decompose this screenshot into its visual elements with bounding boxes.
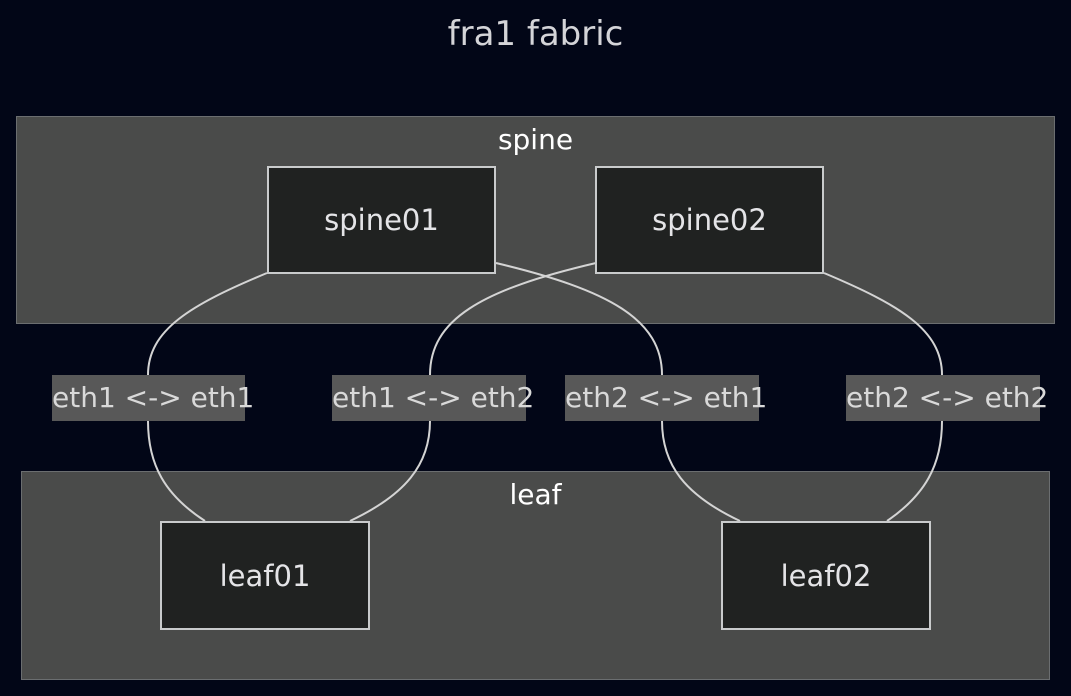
node-leaf02[interactable]: leaf02 (721, 521, 931, 630)
link-spine01-leaf01 (147, 272, 268, 522)
link-spine02-leaf02 (823, 272, 943, 522)
node-leaf01[interactable]: leaf01 (160, 521, 370, 630)
link-spine01-leaf02 (495, 262, 741, 522)
link-label-spine02-leaf01: eth1 <-> eth2 (332, 375, 534, 421)
link-spine02-leaf01 (349, 262, 597, 522)
link-label-spine01-leaf02: eth2 <-> eth1 (565, 375, 767, 421)
spine-group: spine (16, 116, 1055, 324)
link-label-spine02-leaf02: eth2 <-> eth2 (846, 375, 1048, 421)
node-spine02[interactable]: spine02 (595, 166, 824, 274)
leaf-group-label: leaf (509, 478, 562, 511)
node-spine01[interactable]: spine01 (267, 166, 496, 274)
diagram-title: fra1 fabric (447, 14, 624, 54)
link-label-spine01-leaf01: eth1 <-> eth1 (52, 375, 254, 421)
spine-group-label: spine (497, 123, 574, 156)
